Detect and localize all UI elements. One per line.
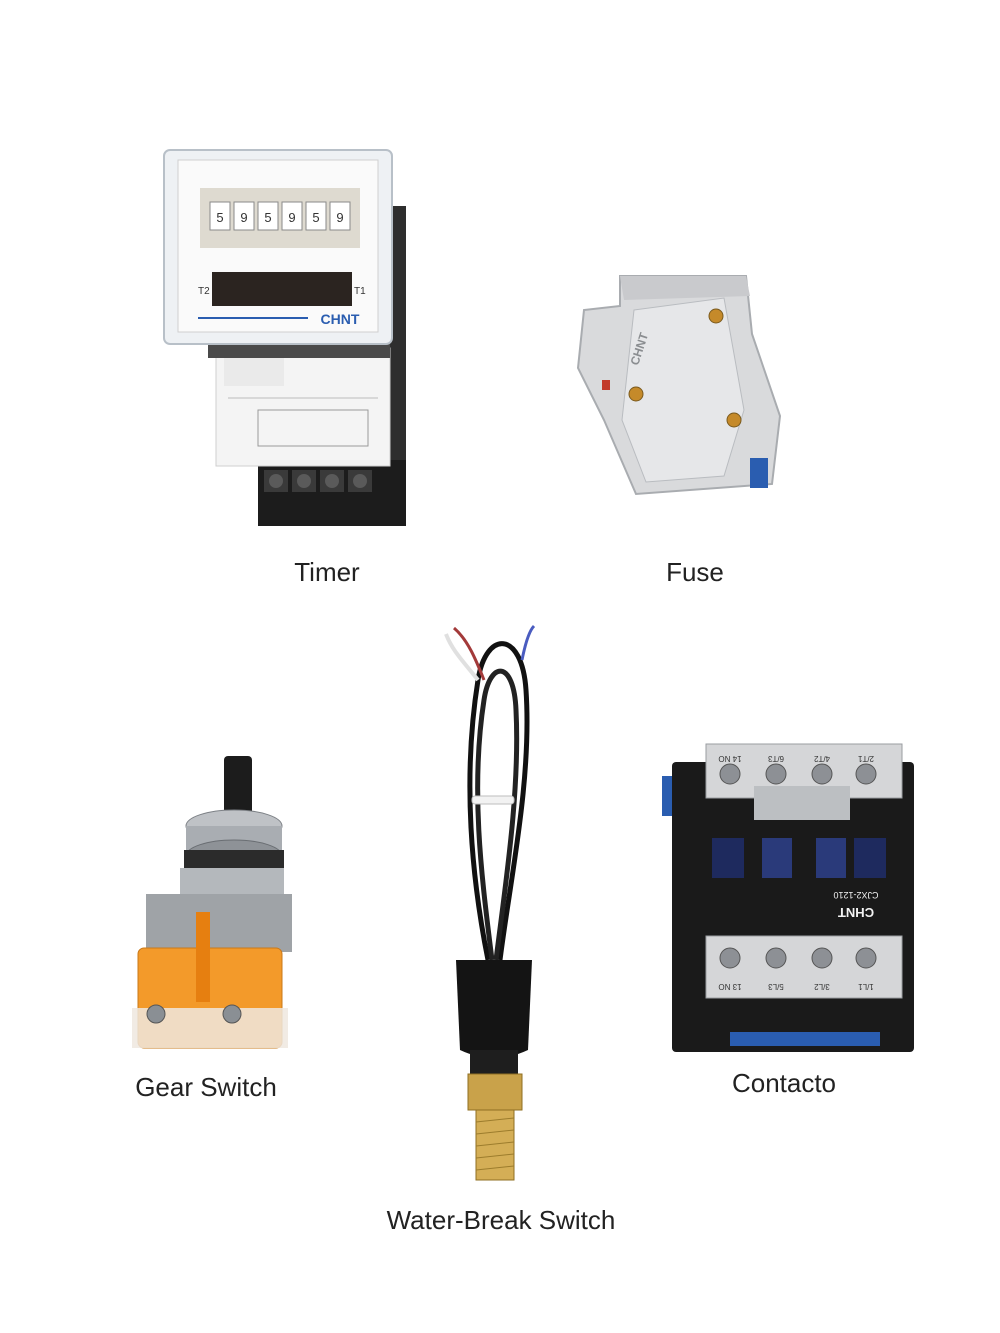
terminal-label: 4/T2 <box>813 754 830 763</box>
terminal-label: 13 NO <box>718 982 741 991</box>
dial-digit: 5 <box>312 210 319 225</box>
fuse-label: Fuse <box>666 557 724 587</box>
dial-digit: 9 <box>240 210 247 225</box>
dial-digit: 5 <box>264 210 271 225</box>
terminal-label: 14 NO <box>718 754 741 763</box>
terminal-label: 1/L1 <box>858 982 874 991</box>
terminal-label-t1: T1 <box>354 286 366 297</box>
gear-switch-label: Gear Switch <box>135 1072 277 1102</box>
dial-digit: 9 <box>336 210 343 225</box>
timer-label: Timer <box>294 557 360 587</box>
timer-photo: 5 9 5 9 5 9 T2 T1 CHNT <box>158 148 414 532</box>
gear-switch-photo <box>128 752 294 1056</box>
terminal-label: 6/T3 <box>767 754 784 763</box>
terminal-label: 3/L2 <box>814 982 830 991</box>
dial-digit: 9 <box>288 210 295 225</box>
water-break-switch-label: Water-Break Switch <box>386 1205 616 1235</box>
contactor-photo: CHNT CJX2-1210 14 NO 6/T3 4/T2 2/T1 13 N… <box>650 732 920 1054</box>
contactor-brand-logo: CHNT <box>838 905 874 920</box>
water-break-switch-photo <box>432 620 544 1188</box>
terminal-label: 5/L3 <box>768 982 784 991</box>
timer-brand-logo: CHNT <box>321 311 360 327</box>
terminal-label-t2: T2 <box>198 286 210 297</box>
dial-digit: 5 <box>216 210 223 225</box>
contactor-model-text: CJX2-1210 <box>833 890 878 900</box>
fuse-photo: CHNT <box>574 270 782 498</box>
contactor-label: Contacto <box>731 1068 837 1098</box>
terminal-label: 2/T1 <box>857 754 874 763</box>
